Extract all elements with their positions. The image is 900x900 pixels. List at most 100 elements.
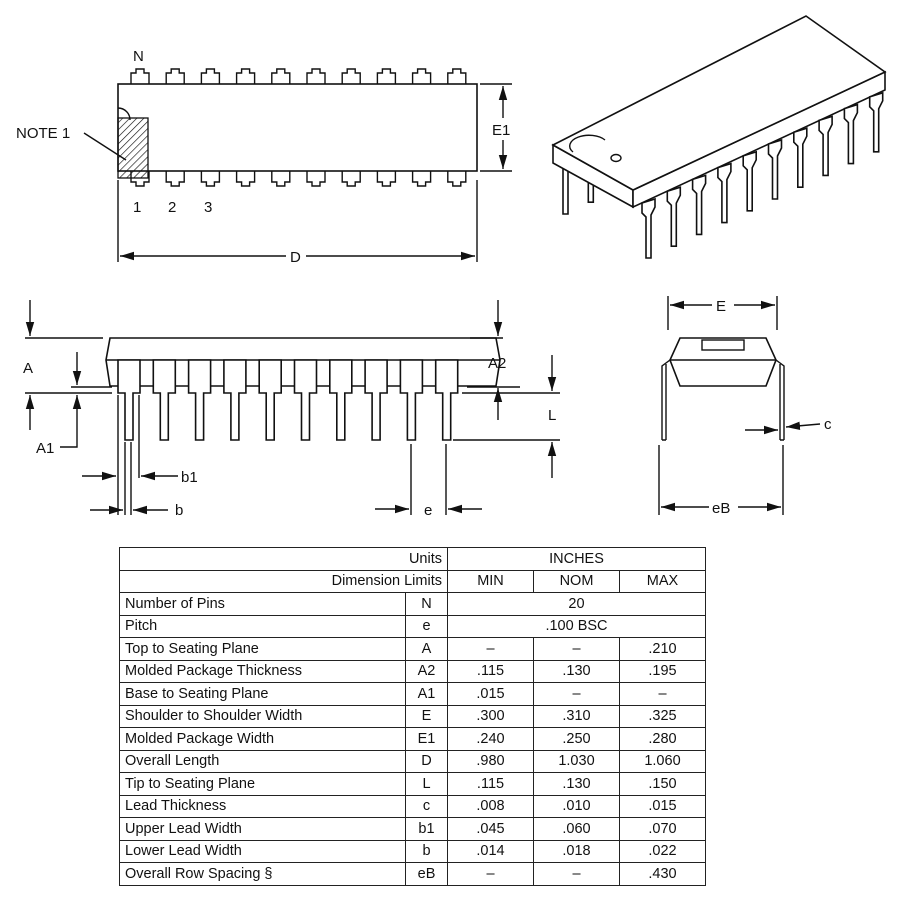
param-min: .115 [447, 772, 534, 796]
param-name: Overall Length [119, 749, 406, 773]
side-pin [399, 359, 424, 441]
front-leg [818, 115, 833, 177]
table-header-units: Units INCHES [119, 547, 706, 571]
side-pin [223, 359, 247, 441]
units-value: INCHES [447, 547, 706, 571]
bottom-pin [271, 171, 291, 187]
front-leg [666, 186, 682, 247]
dim-e-label: e [424, 502, 432, 519]
param-value: 20 [447, 592, 706, 616]
dim-e-shoulder-label: E [716, 298, 726, 315]
top-pin [271, 68, 291, 84]
dim-b1-label: b1 [181, 469, 198, 486]
param-name: Shoulder to Shoulder Width [119, 704, 406, 728]
side-pin [117, 359, 141, 441]
param-nom: – [533, 862, 620, 886]
side-pin [329, 359, 353, 441]
param-nom: .130 [533, 659, 620, 683]
param-max: .280 [619, 727, 706, 751]
pin-n-label: N [133, 48, 144, 65]
isometric-view [551, 15, 887, 259]
dim-c-label: c [824, 416, 832, 433]
note1-hatched-area [117, 117, 149, 179]
param-min: .980 [447, 749, 534, 773]
param-symbol: A2 [405, 659, 448, 683]
col-max: MAX [619, 569, 706, 593]
param-symbol: N [405, 592, 448, 616]
param-min: – [447, 637, 534, 661]
param-max: .325 [619, 704, 706, 728]
bottom-pin [130, 171, 150, 187]
param-max: .430 [619, 862, 706, 886]
front-leg [767, 138, 783, 200]
param-name: Lower Lead Width [119, 839, 406, 863]
param-symbol: A1 [405, 682, 448, 706]
top-pin [200, 68, 221, 84]
param-name: Molded Package Width [119, 727, 406, 751]
dim-a1-label: A1 [36, 440, 54, 457]
top-pin [235, 68, 256, 84]
param-name: Top to Seating Plane [119, 637, 406, 661]
param-name: Molded Package Thickness [119, 659, 406, 683]
param-nom: .250 [533, 727, 620, 751]
pin-2-label: 2 [168, 199, 176, 216]
dimensions-table: Units INCHES Dimension Limits MIN NOM MA… [119, 547, 706, 886]
table-row: Overall Row Spacing §eB––.430 [119, 862, 706, 886]
bottom-pin [306, 171, 326, 187]
pin-3-label: 3 [204, 199, 212, 216]
front-leg [717, 162, 732, 224]
param-name: Tip to Seating Plane [119, 772, 406, 796]
bottom-pin [165, 171, 185, 187]
dim-b-label: b [175, 502, 183, 519]
front-leg [843, 103, 859, 165]
param-max: 1.060 [619, 749, 706, 773]
dim-e1-label: E1 [492, 122, 510, 139]
col-nom: NOM [533, 569, 620, 593]
note1-label: NOTE 1 [16, 125, 70, 142]
param-nom: .018 [533, 839, 620, 863]
package-body-top [117, 83, 478, 172]
param-min: – [447, 862, 534, 886]
limits-label: Dimension Limits [119, 569, 448, 593]
top-pin [306, 68, 326, 84]
param-min: .008 [447, 794, 534, 818]
bottom-pin [376, 171, 397, 187]
param-symbol: A [405, 637, 448, 661]
top-pin [376, 68, 397, 84]
bottom-pin [411, 171, 432, 187]
param-symbol: b1 [405, 817, 448, 841]
param-max: .150 [619, 772, 706, 796]
bottom-pin [447, 171, 467, 187]
param-nom: .310 [533, 704, 620, 728]
package-top-face [551, 15, 887, 191]
bottom-pin [341, 171, 361, 187]
param-nom: – [533, 637, 620, 661]
front-leg [868, 91, 884, 153]
param-min: .045 [447, 817, 534, 841]
side-pin [364, 359, 388, 441]
param-symbol: E1 [405, 727, 448, 751]
package-body-end [669, 337, 777, 387]
param-min: .240 [447, 727, 534, 751]
note1-leader [83, 132, 127, 161]
param-min: .015 [447, 682, 534, 706]
param-max: .015 [619, 794, 706, 818]
side-pin [258, 359, 282, 441]
top-pin [165, 68, 185, 84]
param-max: .070 [619, 817, 706, 841]
top-pin [341, 68, 361, 84]
param-symbol: b [405, 839, 448, 863]
top-view: NOTE 1 N 1 2 3 E1 D [16, 48, 512, 266]
param-symbol: eB [405, 862, 448, 886]
param-min: .300 [447, 704, 534, 728]
param-max: .210 [619, 637, 706, 661]
param-nom: – [533, 682, 620, 706]
bottom-pin [200, 171, 221, 187]
